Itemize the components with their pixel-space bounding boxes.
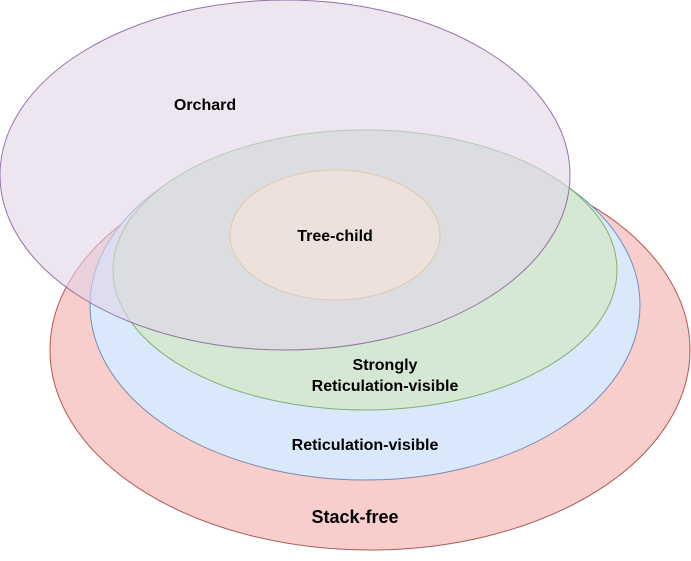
- stack-free-label: Stack-free: [311, 507, 398, 527]
- strongly-label-line2: Reticulation-visible: [312, 378, 459, 395]
- orchard-label: Orchard: [174, 97, 236, 114]
- strongly-label-line1: Strongly: [353, 357, 418, 374]
- reticulation-visible-label: Reticulation-visible: [292, 437, 439, 454]
- tree-child-label: Tree-child: [297, 228, 373, 245]
- orchard-set: [0, 0, 571, 351]
